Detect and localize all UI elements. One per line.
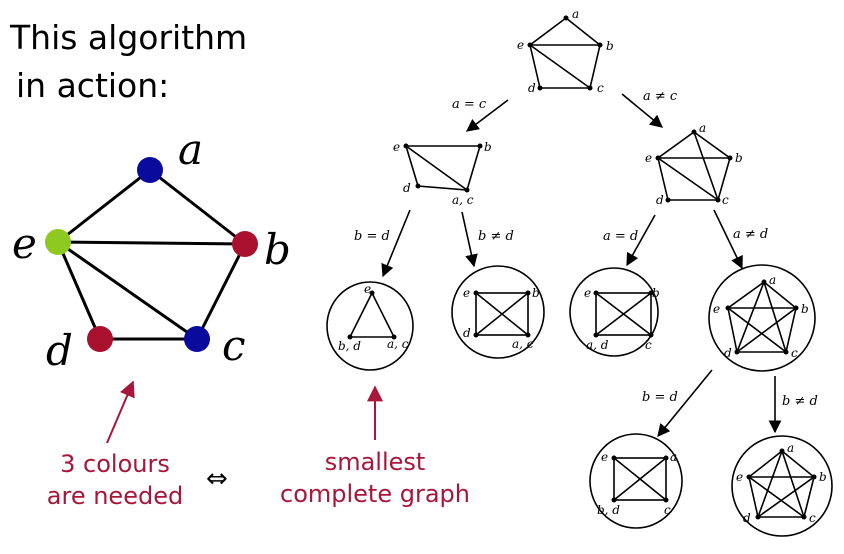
edge-e-b <box>57 240 246 246</box>
arrow-node4-leaf5 <box>657 369 713 437</box>
title-line-1: This algorithm <box>10 18 248 57</box>
slide-title: This algorithm in action: <box>10 14 247 110</box>
label-e: e <box>12 219 37 268</box>
cond-a-ne-c: a ≠ c <box>643 89 678 104</box>
leaf3-k4: e b a, d c <box>569 267 660 357</box>
node4-label-e: e <box>713 302 720 316</box>
leaf1-label-ac: a, c <box>387 337 409 351</box>
caption-colours-needed: 3 colours are needed <box>30 448 200 512</box>
caption-left-line-2: are needed <box>46 482 184 510</box>
left-label-ac: a, c <box>452 193 474 207</box>
pointer-arrow-left <box>106 380 135 444</box>
node-b-red <box>232 231 258 257</box>
leaf1-label-bd: b, d <box>338 339 361 353</box>
label-b: b <box>264 225 291 274</box>
cond-b-ne-d-1: b ≠ d <box>478 229 514 244</box>
equivalence-symbol: ⇔ <box>206 464 228 494</box>
root-label-e: e <box>517 38 524 52</box>
leaf2-label-b: b <box>532 286 540 300</box>
edge-e-c <box>57 240 198 341</box>
node-a-blue <box>137 157 163 183</box>
root-label-c: c <box>597 81 604 95</box>
right-label-c: c <box>722 193 729 207</box>
leaf5-label-bd: b, d <box>597 503 620 517</box>
caption-smallest-complete-graph: smallest complete graph <box>270 446 480 510</box>
edge-b-c <box>195 243 247 340</box>
node4-label-b: b <box>801 302 809 316</box>
arrow-left-leaf1 <box>381 209 411 278</box>
edge-e-d <box>56 241 102 340</box>
right-label-a: a <box>699 121 706 135</box>
leaf5-label-c: c <box>664 503 671 517</box>
left-label-d: d <box>403 181 411 195</box>
node4-label-c: c <box>791 346 798 360</box>
leaf2-label-d: d <box>463 326 471 340</box>
leaf6-label-c: c <box>809 511 816 525</box>
root-label-a: a <box>572 7 579 21</box>
leaf5-label-a: a <box>670 450 677 464</box>
root-label-d: d <box>528 81 536 95</box>
leaf2-label-ac: a, c <box>512 337 534 351</box>
edge-a-b <box>149 168 246 246</box>
leaf6-label-a: a <box>787 441 794 455</box>
leaf6-label-d: d <box>743 511 751 525</box>
leaf1-label-e: e <box>364 282 371 296</box>
tree-root-graph: a b c d e <box>517 7 614 95</box>
title-line-2: in action: <box>16 66 170 105</box>
main-graph-edges <box>56 168 247 341</box>
cond-b-eq-d-2: b = d <box>642 390 678 405</box>
label-c: c <box>222 321 246 370</box>
cond-a-ne-d: a ≠ d <box>733 227 768 242</box>
tree-left-graph: e b d a, c <box>393 140 492 207</box>
node-d-red <box>87 326 113 352</box>
caption-right-line-1: smallest <box>324 448 426 476</box>
main-graph: a b c d e <box>12 125 291 375</box>
arrow-root-right <box>621 93 663 128</box>
leaf2-k4: e b d a, c <box>451 265 545 359</box>
leaf5-label-e: e <box>601 450 608 464</box>
cond-b-ne-d-2: b ≠ d <box>782 394 818 409</box>
right-label-e: e <box>645 151 652 165</box>
left-label-b: b <box>484 140 492 154</box>
leaf1-triangle: e b, d a, c <box>326 281 414 371</box>
left-label-e: e <box>393 140 400 154</box>
node4-k5: a b c d e <box>708 264 816 372</box>
arrow-right-node4 <box>713 209 743 270</box>
leaf5-k4: e a b, d c <box>589 433 683 529</box>
root-label-b: b <box>606 39 614 53</box>
leaf6-label-e: e <box>736 470 743 484</box>
tree-right-graph: a b c d e <box>645 121 743 207</box>
right-label-d: d <box>656 193 664 207</box>
node4-label-a: a <box>769 273 776 287</box>
caption-right-line-2: complete graph <box>280 480 470 508</box>
arrow-left-leaf2 <box>461 211 478 268</box>
caption-left-line-1: 3 colours <box>60 450 170 478</box>
cond-a-eq-c: a = c <box>452 97 487 112</box>
label-a: a <box>178 125 203 174</box>
leaf2-label-e: e <box>463 286 470 300</box>
edge-a-e <box>57 168 151 244</box>
leaf6-k5: a b c d e <box>731 435 833 537</box>
cond-a-eq-d: a = d <box>603 229 638 244</box>
node-c-blue <box>184 326 210 352</box>
leaf3-label-e: e <box>584 286 591 300</box>
leaf6-label-b: b <box>819 470 827 484</box>
node4-label-d: d <box>724 346 732 360</box>
label-d: d <box>46 326 73 375</box>
leaf3-label-c: c <box>645 338 652 352</box>
arrow-right-leaf3 <box>626 214 656 267</box>
recursion-tree: a b c d e a = c a ≠ c e <box>326 7 833 537</box>
right-label-b: b <box>735 151 743 165</box>
node-e-green <box>45 229 71 255</box>
arrow-root-left <box>465 99 509 132</box>
leaf3-label-ad: a, d <box>586 338 609 352</box>
cond-b-eq-d-1: b = d <box>354 229 390 244</box>
leaf3-label-b: b <box>652 286 660 300</box>
